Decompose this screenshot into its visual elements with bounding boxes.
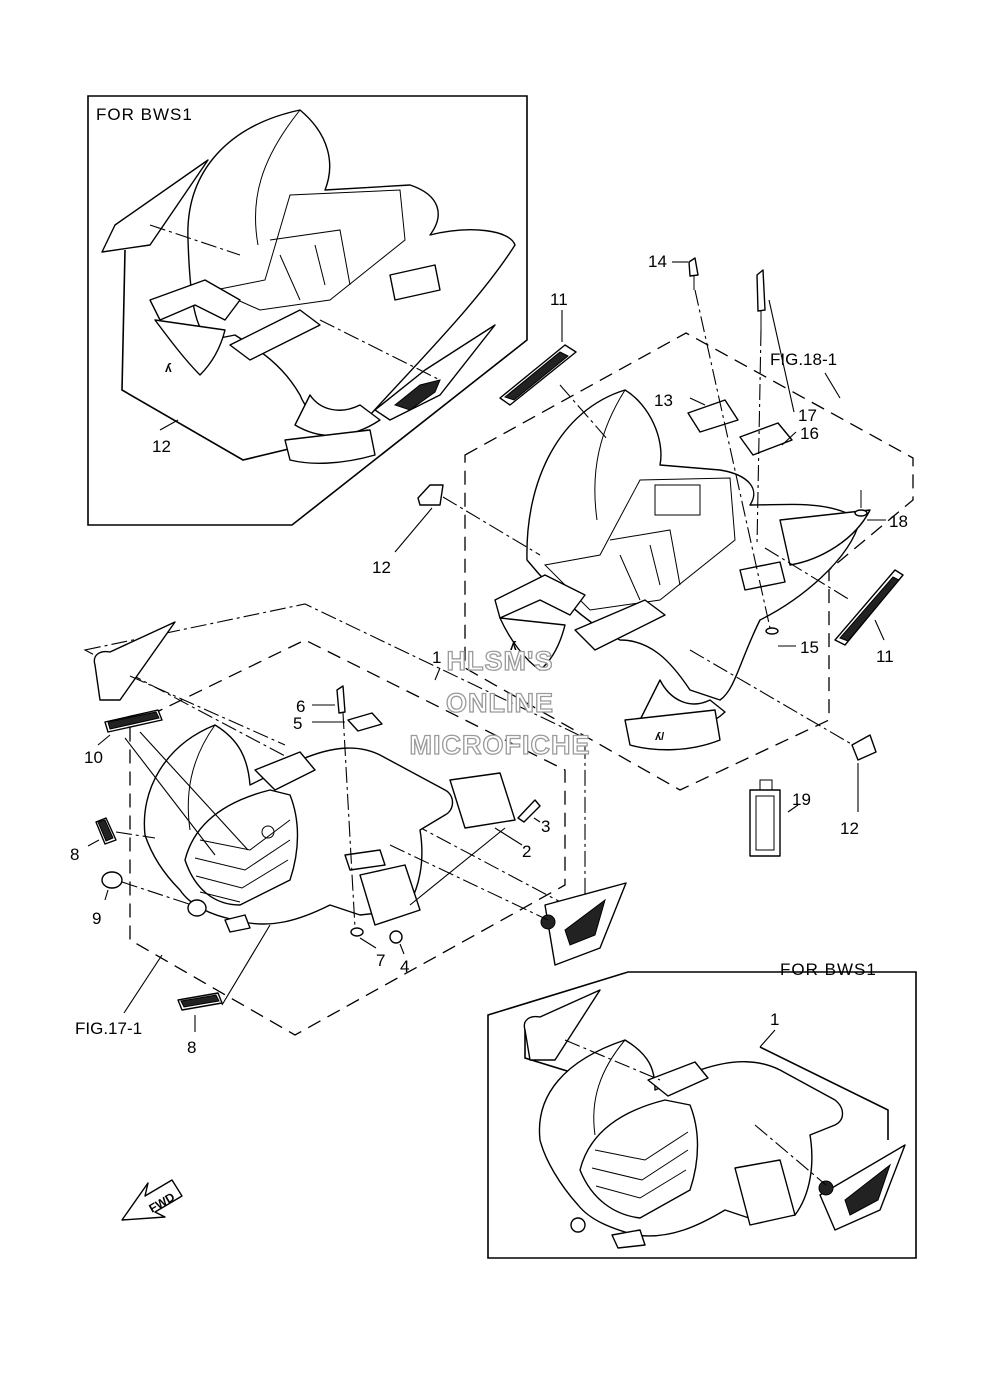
- rear-panel: [739, 561, 786, 591]
- callout-9: 9: [92, 909, 101, 928]
- inset-bottom-label: FOR BWS1: [780, 960, 877, 979]
- rear-fender-assembly: FIG.18-1 ʎ ʎ/ 11 11: [372, 252, 914, 857]
- rivet-14: [688, 257, 699, 277]
- callout-7: 7: [376, 951, 385, 970]
- washer-7: [350, 927, 364, 937]
- label-19: [749, 779, 781, 857]
- inset-top-frame: [87, 95, 528, 526]
- front-fender-body: [143, 724, 454, 933]
- callout-12-right: 12: [840, 819, 859, 838]
- cap-9: [101, 871, 123, 889]
- washer-18: [854, 509, 868, 517]
- decal-12-front: [93, 621, 176, 701]
- watermark: HLSM'S ONLINE MICROFICHE: [409, 645, 591, 760]
- rear-logo-mark: ʎ: [510, 639, 517, 653]
- washer-15: [765, 627, 779, 635]
- inset-bottom-frame: [487, 971, 917, 1259]
- inset-top-label: FOR BWS1: [96, 105, 193, 124]
- nut-4: [389, 930, 403, 944]
- callout-12-top: 12: [152, 437, 171, 456]
- callout-1-main: 1: [432, 648, 441, 667]
- callout-8-upper: 8: [70, 845, 79, 864]
- callout-11-right: 11: [876, 647, 894, 666]
- callout-14: 14: [648, 252, 667, 271]
- rivet-17: [756, 269, 766, 312]
- watermark-line3: MICROFICHE: [410, 730, 591, 760]
- callout-5: 5: [293, 714, 302, 733]
- callout-12-mid: 12: [372, 558, 391, 577]
- callout-4: 4: [400, 957, 409, 976]
- callout-3: 3: [541, 817, 550, 836]
- inset-front-fender: [538, 1039, 844, 1249]
- decal-12-left: [417, 484, 444, 506]
- fwd-arrow-shape: [121, 1179, 183, 1221]
- inset-decal-left: [101, 159, 209, 253]
- inset-chain-1: [149, 224, 241, 256]
- inset-logo-mark: ʎ: [165, 361, 172, 375]
- plate-5: [347, 712, 383, 732]
- rivet-6: [336, 685, 346, 714]
- callout-6: 6: [296, 697, 305, 716]
- callout-13: 13: [654, 391, 673, 410]
- callout-16: 16: [800, 424, 819, 443]
- inset-bottom-right: FOR BWS1 1: [487, 960, 917, 1259]
- inset-rear-fender: ʎ: [149, 109, 516, 464]
- rear-fender-body: ʎ ʎ/: [494, 389, 871, 751]
- callout-2: 2: [522, 842, 531, 861]
- callout-10: 10: [84, 748, 103, 767]
- callout-15: 15: [800, 638, 819, 657]
- inset-decal-front: [523, 989, 601, 1061]
- svg-text:ʎ/: ʎ/: [655, 731, 664, 743]
- decal-12-right: [851, 734, 877, 761]
- inset-chain-2: [319, 319, 441, 381]
- inset-panel: [389, 264, 441, 301]
- watermark-line2: ONLINE: [446, 688, 554, 718]
- front-fig-outline: [129, 639, 566, 1036]
- inset-decal-right: [374, 324, 496, 421]
- fwd-arrow: FWD: [121, 1179, 183, 1221]
- plate-16: [739, 422, 793, 456]
- plate-13: [687, 399, 739, 433]
- plate-2: [449, 772, 516, 829]
- fig-ref-18-1: FIG.18-1: [770, 350, 837, 369]
- fig-ref-17-1: FIG.17-1: [75, 1019, 142, 1038]
- rivet-3: [517, 799, 541, 823]
- front-fender-assembly: FIG.17-1 1 9 8: [70, 603, 627, 1057]
- callout-18: 18: [889, 512, 908, 531]
- callout-11-top: 11: [550, 290, 568, 309]
- callout-8-lower: 8: [187, 1038, 196, 1057]
- watermark-line1: HLSM'S: [447, 646, 554, 676]
- callout-1-inset: 1: [770, 1010, 779, 1029]
- inset-top-left: FOR BWS1 ʎ 12: [87, 95, 528, 526]
- callout-19: 19: [792, 790, 811, 809]
- callout-17: 17: [798, 406, 817, 425]
